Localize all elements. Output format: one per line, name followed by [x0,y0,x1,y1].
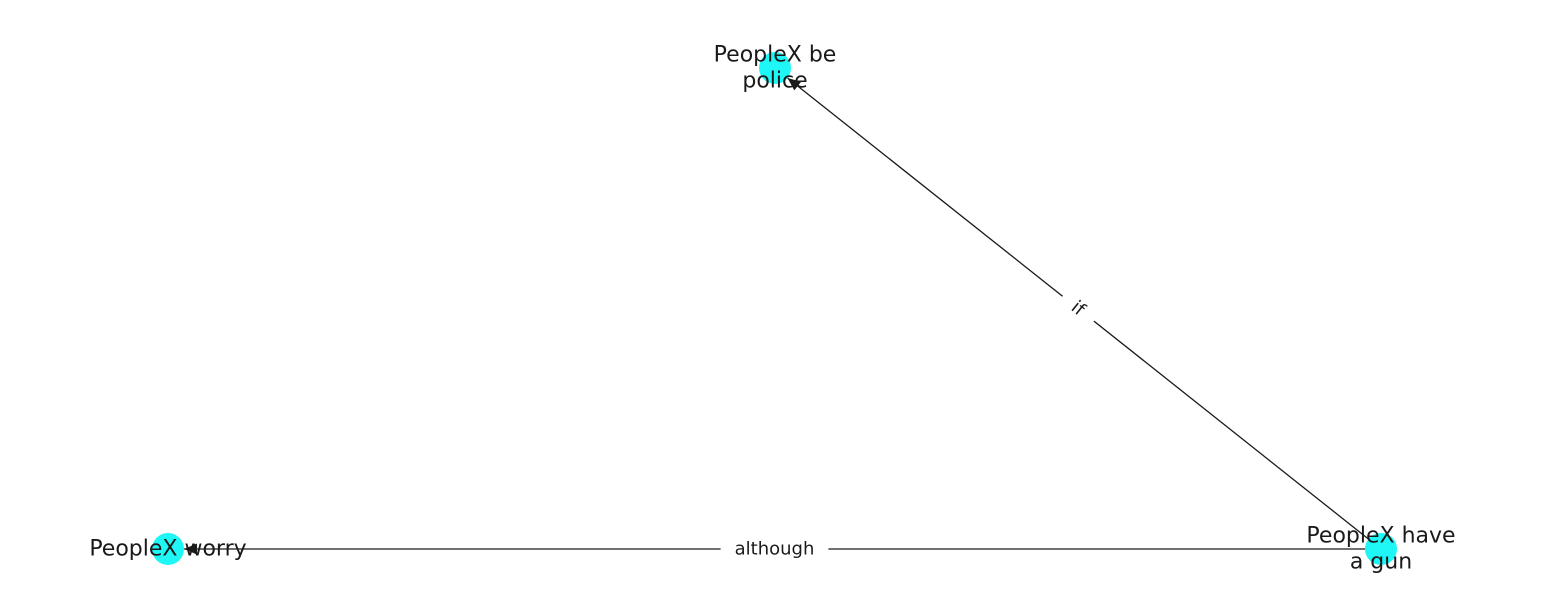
edge-labels-layer: if although [720,286,1102,562]
edge-label-background [720,536,829,562]
edge-arrowhead-although [184,543,197,555]
edge-label-background [1054,286,1102,331]
node-label-have-gun: PeopleX have [1306,524,1455,549]
edges-layer [184,77,1382,555]
node-circle-worry [152,533,184,565]
node-circle-have-gun [1365,533,1397,565]
node-label-have-gun: a gun [1350,550,1412,575]
node-label-be-police: police [742,69,807,94]
node-label-worry: PeopleX worry [89,537,246,562]
edge-arrowhead-if [787,77,802,91]
node-label-be-police: PeopleX be [714,43,837,68]
node-circle-be-police [759,52,791,84]
edge-label-group-although: although [720,536,829,562]
nodes-layer [152,52,1397,565]
edge-label: although [735,539,815,560]
edge-label-group-if: if [1054,286,1102,331]
